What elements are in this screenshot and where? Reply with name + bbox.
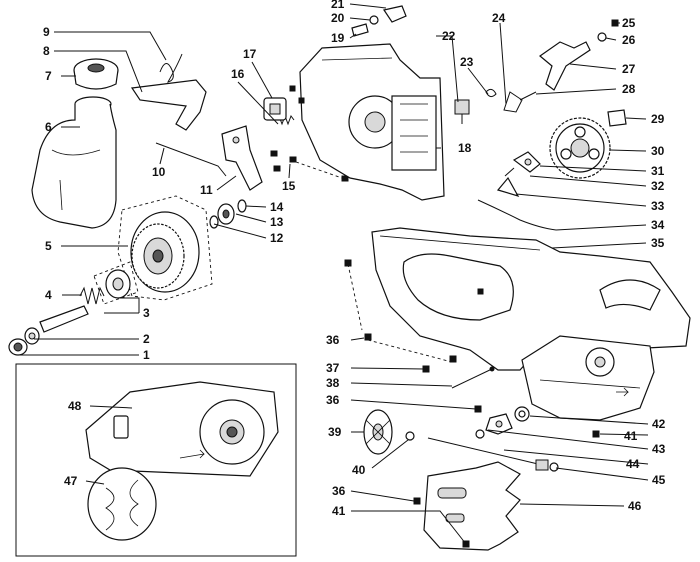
callout-23: 23 bbox=[460, 55, 474, 69]
callout-8: 8 bbox=[43, 44, 50, 58]
callout-20: 20 bbox=[331, 11, 345, 25]
callout-labels: 1 2 3 4 5 6 7 8 9 10 11 12 13 14 15 16 1… bbox=[43, 0, 666, 518]
callout-3: 3 bbox=[143, 306, 150, 320]
callout-39: 39 bbox=[328, 425, 342, 439]
callout-29: 29 bbox=[651, 112, 665, 126]
callout-44: 44 bbox=[626, 457, 640, 471]
callout-33: 33 bbox=[651, 199, 665, 213]
callout-12: 12 bbox=[270, 231, 284, 245]
callout-35: 35 bbox=[651, 236, 665, 250]
long-bolt-44 bbox=[427, 437, 559, 472]
part-29 bbox=[607, 109, 627, 127]
hose-34 bbox=[477, 199, 557, 231]
callout-6: 6 bbox=[45, 120, 52, 134]
callout-11: 11 bbox=[200, 183, 213, 197]
tension-rod bbox=[155, 142, 227, 177]
inset-box bbox=[15, 363, 297, 557]
nut-43 bbox=[475, 413, 513, 439]
callout-47: 47 bbox=[64, 474, 78, 488]
callout-42: 42 bbox=[652, 417, 666, 431]
callout-32: 32 bbox=[651, 179, 665, 193]
motor-housing bbox=[289, 43, 445, 201]
callout-10: 10 bbox=[152, 165, 166, 179]
callout-41-bottom: 41 bbox=[332, 504, 346, 518]
callout-4: 4 bbox=[45, 288, 52, 302]
callout-2: 2 bbox=[143, 332, 150, 346]
callout-7: 7 bbox=[45, 69, 52, 83]
callout-25: 25 bbox=[622, 16, 636, 30]
leader-lines bbox=[20, 3, 649, 545]
callout-41-right: 41 bbox=[624, 429, 638, 443]
callout-36-middle: 36 bbox=[326, 393, 340, 407]
callout-24: 24 bbox=[492, 11, 506, 25]
callout-22: 22 bbox=[442, 29, 456, 43]
drive-shaft bbox=[24, 305, 89, 345]
main-body-housing bbox=[371, 227, 691, 371]
callout-38: 38 bbox=[326, 376, 340, 390]
seal-1 bbox=[8, 338, 28, 356]
washer-42 bbox=[514, 406, 530, 422]
callout-1: 1 bbox=[143, 348, 150, 362]
callout-19: 19 bbox=[331, 31, 345, 45]
clutch-drum bbox=[117, 195, 213, 301]
callout-31: 31 bbox=[651, 164, 665, 178]
oil-tank-cap bbox=[73, 58, 119, 90]
parts-25-28 bbox=[519, 19, 619, 101]
callout-26: 26 bbox=[622, 33, 636, 47]
assembly-dashes bbox=[344, 259, 600, 438]
callout-27: 27 bbox=[622, 62, 636, 76]
guide-plate-46 bbox=[413, 461, 521, 551]
oil-tank bbox=[31, 96, 117, 229]
callout-17: 17 bbox=[243, 47, 257, 61]
callout-5: 5 bbox=[45, 239, 52, 253]
washers-12-14 bbox=[209, 199, 247, 229]
lower-mechanism bbox=[521, 335, 655, 421]
screws-15 bbox=[270, 150, 349, 182]
sprocket-gear bbox=[549, 117, 611, 179]
callout-48: 48 bbox=[68, 399, 82, 413]
wire-24 bbox=[503, 91, 523, 113]
spring-23 bbox=[485, 88, 497, 98]
callout-18: 18 bbox=[458, 141, 472, 155]
callout-43: 43 bbox=[652, 442, 666, 456]
callout-21: 21 bbox=[331, 0, 345, 11]
callout-9: 9 bbox=[43, 25, 50, 39]
callout-36-top: 36 bbox=[326, 333, 340, 347]
brake-lever bbox=[221, 125, 263, 191]
callout-37: 37 bbox=[326, 361, 340, 375]
callout-45: 45 bbox=[652, 473, 666, 487]
spring-clip bbox=[159, 53, 183, 83]
rod-38 bbox=[451, 366, 495, 389]
tank-bracket bbox=[130, 79, 207, 131]
callout-46: 46 bbox=[628, 499, 642, 513]
bolt-22 bbox=[454, 99, 470, 124]
callout-30: 30 bbox=[651, 144, 665, 158]
callout-14: 14 bbox=[270, 200, 284, 214]
switch-17 bbox=[263, 97, 287, 121]
spring-4 bbox=[79, 286, 105, 305]
callout-15: 15 bbox=[282, 179, 296, 193]
callout-28: 28 bbox=[622, 82, 636, 96]
parts-31-33 bbox=[496, 151, 541, 197]
callout-13: 13 bbox=[270, 215, 284, 229]
callout-36-bottom: 36 bbox=[332, 484, 346, 498]
callout-16: 16 bbox=[231, 67, 245, 81]
parts-19-21 bbox=[351, 5, 407, 37]
callout-34: 34 bbox=[651, 218, 665, 232]
tension-wheel-39 bbox=[363, 409, 415, 455]
callout-40: 40 bbox=[352, 463, 366, 477]
